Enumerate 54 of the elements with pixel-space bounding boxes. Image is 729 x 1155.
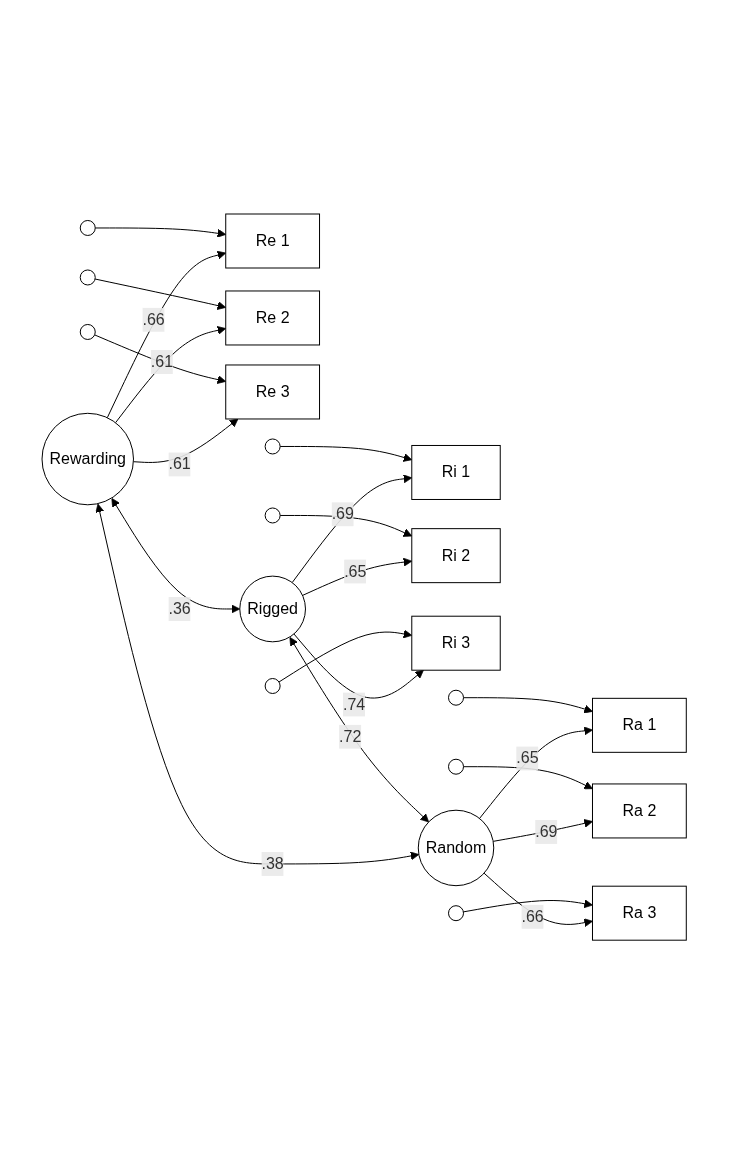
edge-label: .65 xyxy=(344,562,367,580)
edge-label: .74 xyxy=(343,695,366,713)
node-box: Ra 3 xyxy=(592,886,688,942)
node-box: Ri 2 xyxy=(411,528,502,584)
arrow xyxy=(95,227,227,239)
arrow xyxy=(293,633,425,699)
edge-label: .66 xyxy=(521,908,545,926)
edge-label: .61 xyxy=(168,455,192,473)
arrow xyxy=(94,278,227,311)
arrow xyxy=(289,637,430,823)
node-circle xyxy=(265,678,281,695)
edge-label: .72 xyxy=(339,728,362,746)
node-box: Ri 1 xyxy=(411,445,502,501)
node-box: Re 1 xyxy=(225,213,321,269)
arrow xyxy=(280,446,413,463)
node-circle xyxy=(80,269,97,286)
arrow xyxy=(493,819,594,843)
arrow xyxy=(115,326,227,424)
edge-label: .36 xyxy=(168,600,192,618)
arrow xyxy=(292,474,413,584)
node-circle: Rigged xyxy=(239,576,307,643)
node-box: Ra 1 xyxy=(592,698,688,754)
edge-label: .69 xyxy=(535,823,558,841)
node-circle xyxy=(80,324,97,341)
arrow xyxy=(278,630,413,683)
arrow xyxy=(479,726,594,820)
node-box: Re 2 xyxy=(225,290,321,346)
arrow xyxy=(111,498,241,614)
arrow xyxy=(483,873,594,928)
node-box: Re 3 xyxy=(225,364,321,420)
arrow xyxy=(107,251,227,419)
node-box: Ri 3 xyxy=(411,616,502,672)
edge-label: .65 xyxy=(516,749,539,767)
node-circle: Rewarding xyxy=(41,413,135,506)
node-circle xyxy=(448,690,465,707)
arrow xyxy=(463,766,594,790)
arrow xyxy=(302,558,413,597)
node-circle xyxy=(80,220,97,237)
node-circle xyxy=(265,438,281,455)
arrow xyxy=(280,515,413,538)
arrow xyxy=(94,334,227,385)
node-circle xyxy=(448,905,465,922)
node-circle xyxy=(448,759,465,776)
edge-label: .69 xyxy=(331,505,355,523)
arrow xyxy=(463,899,594,913)
arrow xyxy=(95,504,420,865)
edge-label: .38 xyxy=(261,855,285,873)
arrow xyxy=(133,419,239,464)
node-circle: Random xyxy=(418,810,495,887)
edge-label: .66 xyxy=(142,311,166,329)
node-box: Ra 2 xyxy=(592,783,688,839)
arrow xyxy=(463,697,594,714)
edge-label: .61 xyxy=(151,353,174,371)
node-circle xyxy=(265,507,281,524)
